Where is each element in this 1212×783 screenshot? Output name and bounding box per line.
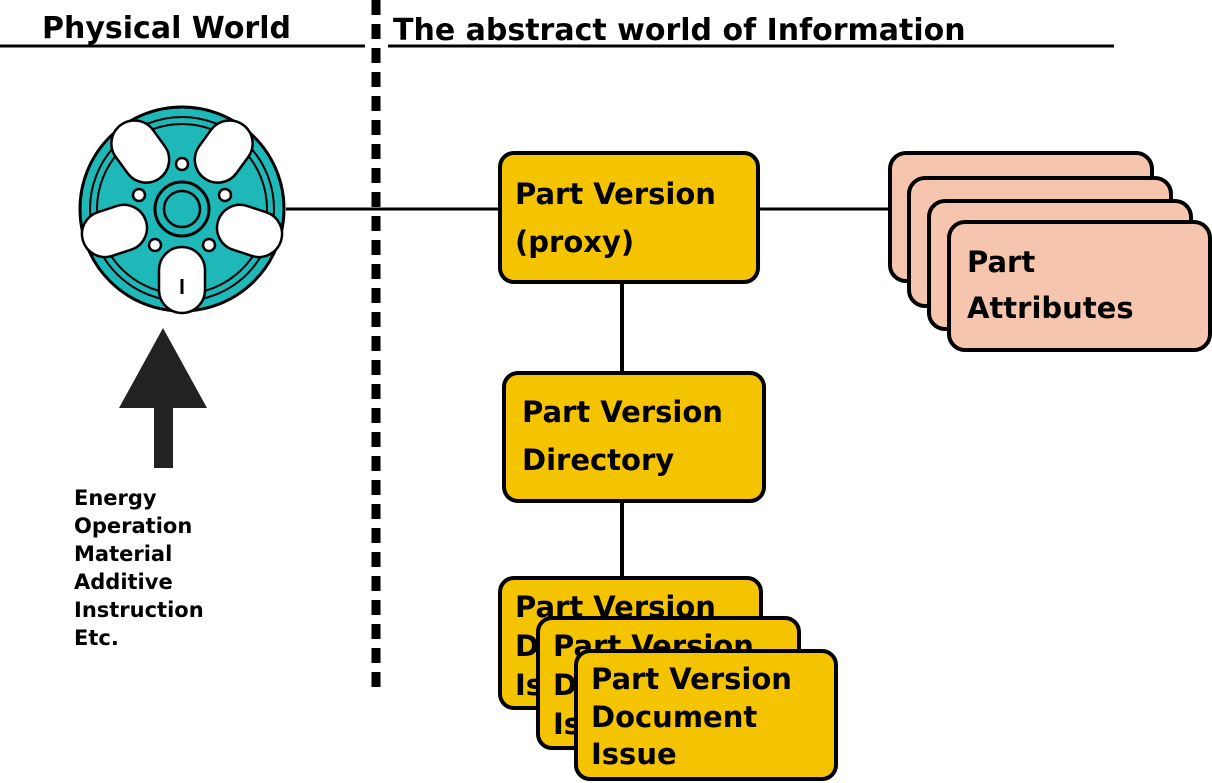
input-item: Instruction: [74, 598, 204, 622]
input-item: Additive: [74, 570, 173, 594]
document-line2: Document: [591, 700, 757, 734]
part-version-proxy-box: Part Version (proxy): [498, 151, 760, 284]
document-middle-line2: D: [553, 668, 577, 702]
attributes-card-front: [947, 220, 1212, 352]
document-line3: Issue: [591, 737, 677, 771]
document-back-line2: D: [515, 629, 539, 663]
physical-world-heading: Physical World: [42, 11, 291, 46]
directory-line2: Directory: [522, 443, 674, 477]
attributes-line2: Attributes: [967, 291, 1134, 325]
wheel-icon: [78, 105, 286, 315]
part-attributes-stack: Part Attributes: [888, 151, 1212, 352]
directory-line1: Part Version: [522, 395, 723, 429]
attributes-line1: Part: [967, 245, 1035, 279]
proxy-box-line2: (proxy): [515, 225, 634, 259]
input-list: Energy Operation Material Additive Instr…: [74, 486, 204, 650]
abstract-world-heading: The abstract world of Information: [393, 13, 966, 48]
input-item: Etc.: [74, 626, 119, 650]
document-card-front: Part Version Document Issue: [574, 649, 838, 781]
proxy-box-line1: Part Version: [515, 177, 716, 211]
input-item: Material: [74, 542, 172, 566]
part-version-directory-box: Part Version Directory: [502, 371, 766, 503]
document-line1: Part Version: [591, 662, 792, 696]
document-issue-stack: Part Version D Is Part Version D Is Part…: [498, 576, 838, 781]
arrow-up-icon: [119, 328, 207, 468]
input-item: Energy: [74, 486, 157, 510]
input-item: Operation: [74, 514, 192, 538]
